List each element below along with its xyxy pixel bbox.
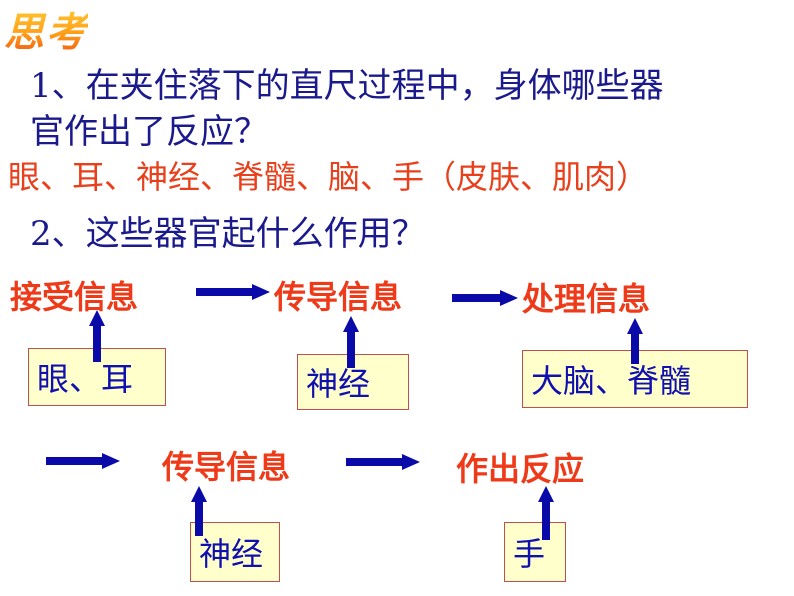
question-1-line-1: 1、在夹住落下的直尺过程中，身体哪些器 [30,66,664,106]
organ-label: 眼、耳 [37,360,134,398]
stage-process-info: 处理信息 [522,280,651,318]
up-arrow-icon [538,486,554,540]
stage-respond: 作出反应 [456,450,585,488]
up-arrow-icon [343,316,359,368]
right-arrow-icon [46,453,120,469]
right-arrow-icon [196,284,270,300]
up-arrow-icon [627,318,643,364]
right-arrow-icon [452,290,518,306]
answer-1: 眼、耳、神经、脊髓、脑、手（皮肤、肌肉） [8,158,649,196]
organ-label: 大脑、脊髓 [531,362,692,400]
right-arrow-icon [346,454,420,470]
organ-label: 手 [513,535,546,573]
organ-box-brain-spinal-cord: 大脑、脊髓 [522,350,748,408]
up-arrow-icon [191,486,207,536]
up-arrow-icon [89,310,105,362]
question-2: 2、这些器官起什么作用？ [30,214,426,254]
organ-label: 神经 [199,535,264,573]
stage-conduct-info-2: 传导信息 [162,448,291,486]
organ-label: 神经 [306,365,371,403]
question-1-line-2: 官作出了反应？ [30,112,268,152]
stage-receive-info: 接受信息 [10,278,139,316]
organ-box-nerve-2: 神经 [190,522,280,582]
organ-box-hand: 手 [504,522,566,582]
think-title: 思考 [4,0,88,58]
stage-conduct-info: 传导信息 [274,278,403,316]
